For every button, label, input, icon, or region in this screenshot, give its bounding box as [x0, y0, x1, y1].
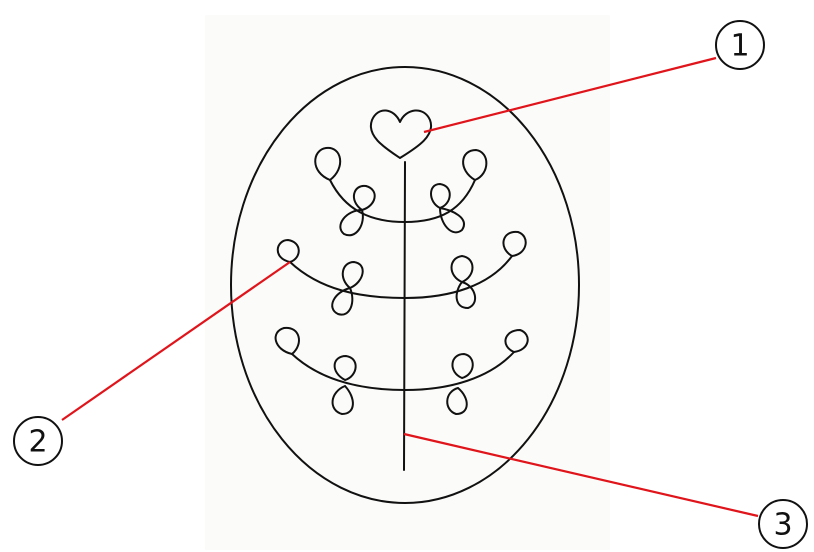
callout-1: 1	[716, 21, 764, 69]
callout-1-label: 1	[730, 29, 749, 64]
callout-3: 3	[759, 500, 807, 548]
callout-2: 2	[14, 417, 62, 465]
central-stem	[404, 162, 405, 470]
paper-sheet	[205, 15, 610, 550]
callout-3-label: 3	[773, 508, 792, 543]
callout-2-label: 2	[28, 425, 47, 460]
